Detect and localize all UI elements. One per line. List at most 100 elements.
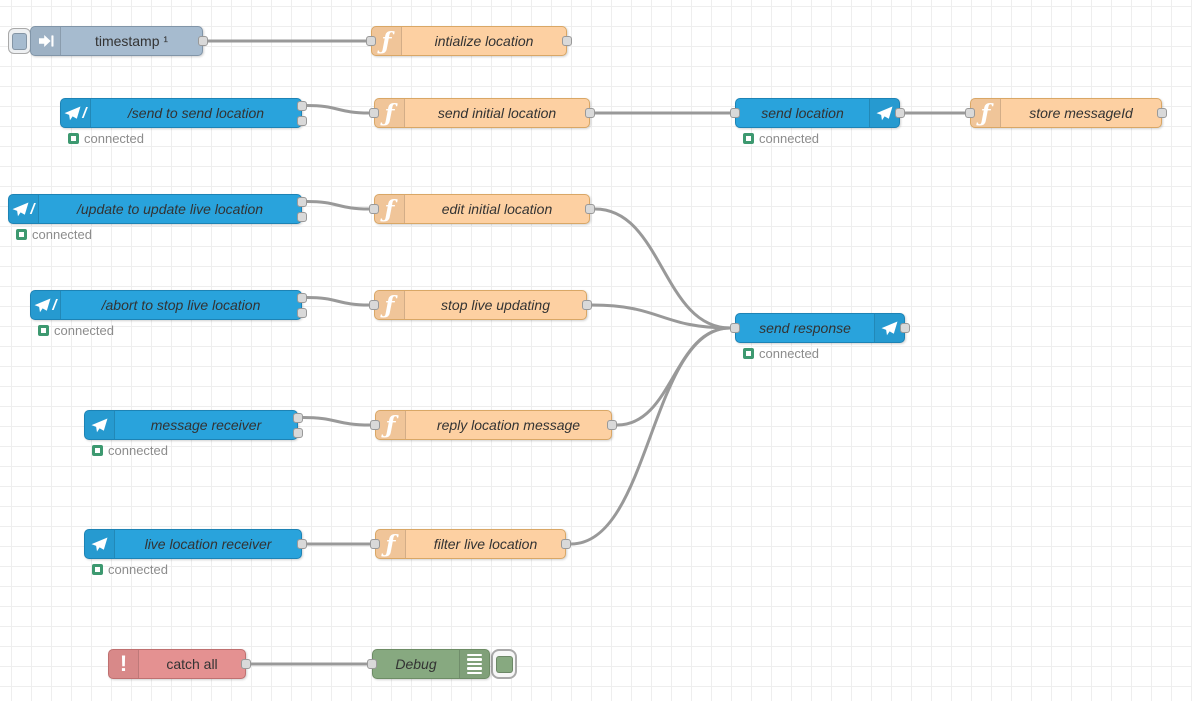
status-ring-icon	[743, 348, 754, 359]
node-store-messageid[interactable]: ƒ store messageId	[965, 98, 1167, 128]
wire-abort-command-to-stop-live-updating[interactable]	[305, 296, 371, 307]
node-label: stop live updating	[441, 297, 550, 313]
slash-glyph: /	[30, 200, 35, 218]
output-port[interactable]	[297, 116, 307, 126]
output-port[interactable]	[293, 413, 303, 423]
output-port[interactable]	[607, 420, 617, 430]
node-debug[interactable]: Debug	[367, 649, 490, 679]
inject-button-inner	[12, 32, 27, 50]
status-text: connected	[32, 227, 92, 242]
input-port[interactable]	[730, 108, 740, 118]
function-glyph: ƒ	[980, 99, 991, 127]
node-label: send initial location	[437, 105, 557, 121]
output-port[interactable]	[297, 212, 307, 222]
node-reply-location-message[interactable]: ƒ reply location message	[370, 410, 617, 440]
node-timestamp[interactable]: timestamp ¹	[30, 26, 208, 56]
node-send-initial-location[interactable]: ƒ send initial location	[369, 98, 595, 128]
node-status: connected	[38, 323, 114, 338]
status-ring-icon	[743, 133, 754, 144]
input-port[interactable]	[369, 108, 379, 118]
node-send-response[interactable]: send response	[730, 313, 910, 343]
wire-filter-live-location-to-send-response[interactable]	[569, 326, 732, 546]
telegram-plane-icon	[869, 99, 899, 127]
node-label: reply location message	[436, 417, 581, 433]
node-status: connected	[92, 443, 168, 458]
output-port[interactable]	[562, 36, 572, 46]
debug-toggle-button[interactable]	[491, 649, 517, 679]
function-icon: ƒ	[971, 99, 1001, 127]
node-status: connected	[16, 227, 92, 242]
wire-stop-live-updating-to-send-response[interactable]	[590, 303, 732, 330]
status-ring-icon	[92, 564, 103, 575]
node-label: timestamp ¹	[94, 33, 169, 49]
input-port[interactable]	[730, 323, 740, 333]
node-filter-live-location[interactable]: ƒ filter live location	[370, 529, 571, 559]
function-icon: ƒ	[375, 99, 405, 127]
status-text: connected	[759, 131, 819, 146]
telegram-plane-icon	[85, 411, 115, 439]
function-icon: ƒ	[376, 411, 406, 439]
output-port[interactable]	[895, 108, 905, 118]
output-port[interactable]	[585, 204, 595, 214]
debug-console-icon	[459, 650, 489, 678]
telegram-plane-slash-icon: /	[9, 195, 39, 223]
function-icon: ƒ	[376, 530, 406, 558]
status-ring-icon	[68, 133, 79, 144]
output-port[interactable]	[297, 197, 307, 207]
inject-button[interactable]	[8, 28, 31, 54]
input-port[interactable]	[370, 539, 380, 549]
slash-glyph: /	[52, 296, 57, 314]
telegram-plane-slash-icon: /	[61, 99, 91, 127]
node-live-location-receiver[interactable]: live location receiver	[84, 529, 307, 559]
node-label: Debug	[395, 656, 437, 672]
node-status: connected	[743, 346, 819, 361]
output-port[interactable]	[585, 108, 595, 118]
output-port[interactable]	[561, 539, 571, 549]
node-label: store messageId	[1029, 105, 1133, 121]
node-send-location[interactable]: send location	[730, 98, 905, 128]
node-message-receiver[interactable]: message receiver	[84, 410, 303, 440]
output-port[interactable]	[297, 308, 307, 318]
status-ring-icon	[16, 229, 27, 240]
output-port[interactable]	[900, 323, 910, 333]
wire-send-command-to-send-initial-location[interactable]	[305, 104, 371, 115]
input-port[interactable]	[367, 659, 377, 669]
output-port[interactable]	[198, 36, 208, 46]
output-port[interactable]	[297, 539, 307, 549]
output-port[interactable]	[582, 300, 592, 310]
node-catch-all[interactable]: !catch all	[108, 649, 251, 679]
status-ring-icon	[92, 445, 103, 456]
node-stop-live-updating[interactable]: ƒ stop live updating	[369, 290, 592, 320]
node-status: connected	[743, 131, 819, 146]
output-port[interactable]	[241, 659, 251, 669]
node-update-command[interactable]: //update to update live location	[8, 194, 307, 224]
status-text: connected	[54, 323, 114, 338]
telegram-plane-slash-icon: /	[31, 291, 61, 319]
input-port[interactable]	[965, 108, 975, 118]
input-port[interactable]	[366, 36, 376, 46]
node-label: send response	[759, 320, 851, 336]
wire-edit-initial-location-to-send-response[interactable]	[593, 207, 732, 330]
function-glyph: ƒ	[381, 27, 392, 55]
wire-update-command-to-edit-initial-location[interactable]	[305, 200, 371, 211]
input-port[interactable]	[370, 420, 380, 430]
input-port[interactable]	[369, 204, 379, 214]
node-label: send location	[761, 105, 844, 121]
node-label: filter live location	[433, 536, 538, 552]
exclamation-icon: !	[109, 650, 139, 678]
function-glyph: ƒ	[384, 195, 395, 223]
output-port[interactable]	[297, 101, 307, 111]
status-text: connected	[759, 346, 819, 361]
output-port[interactable]	[293, 428, 303, 438]
function-glyph: ƒ	[384, 291, 395, 319]
input-port[interactable]	[369, 300, 379, 310]
output-port[interactable]	[297, 293, 307, 303]
wire-message-receiver-to-reply-location-message[interactable]	[301, 416, 372, 427]
output-port[interactable]	[1157, 108, 1167, 118]
function-icon: ƒ	[375, 291, 405, 319]
node-abort-command[interactable]: //abort to stop live location	[30, 290, 307, 320]
node-send-command[interactable]: //send to send location	[60, 98, 307, 128]
